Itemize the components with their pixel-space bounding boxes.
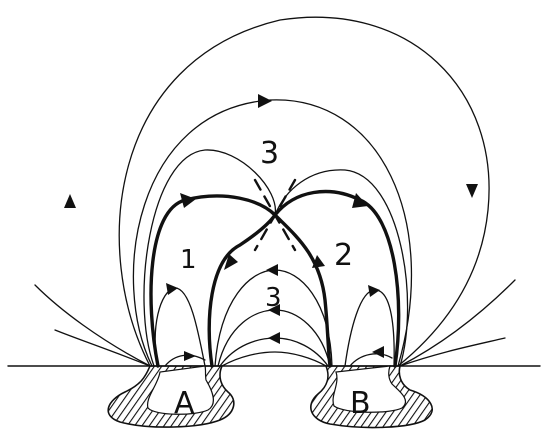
field-line-outermost <box>119 17 489 366</box>
arrow-thick-left <box>180 193 196 208</box>
flare-line-right-2 <box>400 338 505 366</box>
flare-line-left-2 <box>55 330 150 366</box>
arrow-loop-b <box>368 285 380 297</box>
arrow-top <box>258 94 272 108</box>
label-region-2: 2 <box>334 238 353 273</box>
label-region-1: 1 <box>180 245 197 275</box>
loop-b-low <box>350 354 392 366</box>
arrow-low-b <box>372 346 384 358</box>
label-region-3-upper: 3 <box>260 136 279 171</box>
inner-arc-4 <box>222 352 326 366</box>
label-source-a: A <box>174 386 195 421</box>
arrow-inner-arc-3 <box>268 332 280 344</box>
arrow-right-down <box>466 184 478 198</box>
arrow-loop-a <box>166 283 178 295</box>
loop-a-left <box>155 288 205 366</box>
arrow-left-up <box>64 194 76 208</box>
arrow-inner-arc-1 <box>266 264 278 276</box>
label-source-b: B <box>350 386 371 421</box>
arrow-thick-right <box>352 193 368 208</box>
arrow-low-a <box>184 351 196 361</box>
label-region-3-lower: 3 <box>265 283 282 313</box>
field-line-thick-right <box>275 192 399 366</box>
flare-line-right-1 <box>400 280 515 366</box>
